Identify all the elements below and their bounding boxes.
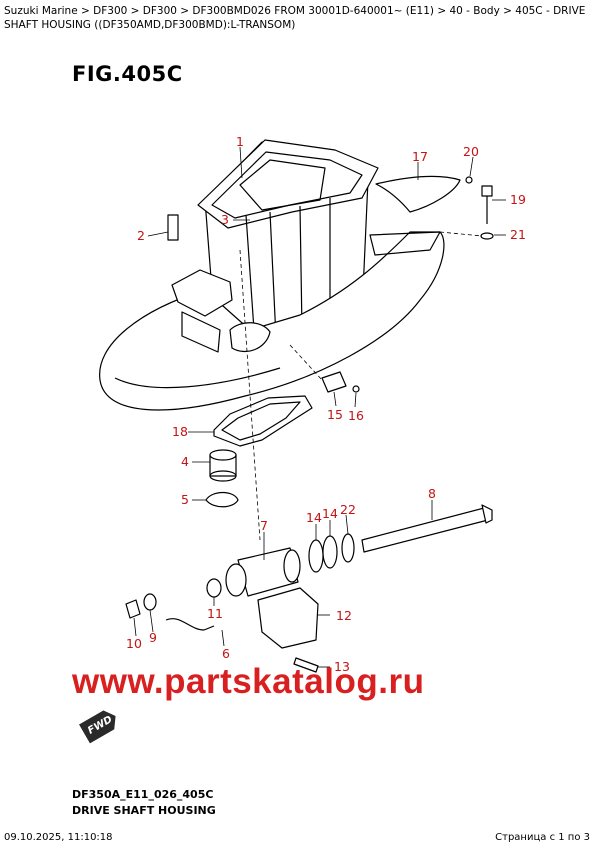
part-14-washer-b: [322, 535, 338, 569]
callout-14-a[interactable]: 14: [306, 510, 322, 525]
drawing-caption: DRIVE SHAFT HOUSING: [72, 804, 216, 817]
part-22-washer: [341, 533, 355, 563]
part-2-bolt: [167, 214, 179, 241]
part-16-screw: [352, 385, 360, 393]
callout-3[interactable]: 3: [221, 212, 229, 227]
part-9-washer: [143, 593, 157, 611]
callout-9[interactable]: 9: [149, 630, 157, 645]
callout-22[interactable]: 22: [340, 502, 356, 517]
part-18-seal: [213, 395, 313, 447]
figure-title: FIG.405C: [72, 62, 183, 86]
callout-12[interactable]: 12: [336, 608, 352, 623]
part-14-washer-a: [308, 539, 324, 573]
callout-14-b[interactable]: 14: [322, 506, 338, 521]
callout-8[interactable]: 8: [428, 486, 436, 501]
part-12-cap: [257, 587, 319, 649]
part-17-cover: [375, 175, 461, 213]
callout-5[interactable]: 5: [181, 492, 189, 507]
callout-11[interactable]: 11: [207, 606, 223, 621]
part-11-ring: [206, 578, 222, 598]
callout-16[interactable]: 16: [348, 408, 364, 423]
breadcrumb: Suzuki Marine > DF300 > DF300 > DF300BMD…: [4, 5, 586, 31]
callout-21[interactable]: 21: [510, 227, 526, 242]
callout-10[interactable]: 10: [126, 636, 142, 651]
part-5-clip: [205, 491, 239, 508]
part-15-block: [321, 371, 347, 393]
part-19-bolt: [481, 185, 493, 197]
callout-20[interactable]: 20: [463, 144, 479, 159]
footer-date: 09.10.2025, 11:10:18: [4, 832, 113, 843]
anti-ventilation-plate: [99, 231, 445, 411]
drawing-code: DF350A_E11_026_405C: [72, 788, 214, 801]
callout-15[interactable]: 15: [327, 407, 343, 422]
callout-1[interactable]: 1: [236, 134, 244, 149]
callout-17[interactable]: 17: [412, 149, 428, 164]
watermark: www.partskatalog.ru: [72, 662, 425, 701]
part-21-washer: [480, 232, 494, 240]
footer-page: Страница с 1 по 3: [495, 832, 590, 843]
part-6-wire: [165, 618, 215, 631]
callout-19[interactable]: 19: [510, 192, 526, 207]
part-13-bolt: [293, 657, 319, 673]
part-20-screw: [465, 176, 473, 184]
callout-4[interactable]: 4: [181, 454, 189, 469]
callout-13[interactable]: 13: [334, 659, 350, 674]
callout-18[interactable]: 18: [172, 424, 188, 439]
callout-6[interactable]: 6: [222, 646, 230, 661]
part-8-shaft: [361, 507, 489, 553]
callout-2[interactable]: 2: [137, 228, 145, 243]
callout-7[interactable]: 7: [260, 518, 268, 533]
part-10-nut: [125, 599, 141, 619]
